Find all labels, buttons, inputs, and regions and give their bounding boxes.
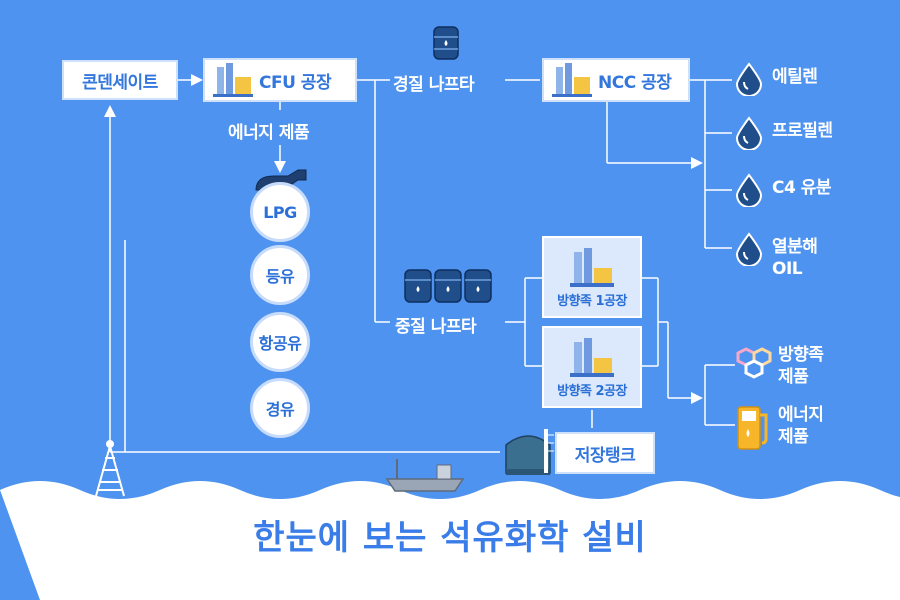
heavy-naphtha-label: 중질 나프타 (395, 317, 477, 337)
energy-item-diesel: 경유 (250, 378, 310, 438)
storage-tank-icon (505, 429, 554, 475)
tanker-ship-icon (385, 459, 465, 492)
aromatic-products-label: 방향족 제품 (778, 344, 824, 388)
energy-item-jet-fuel: 항공유 (250, 312, 310, 372)
light-naphtha-label: 경질 나프타 (393, 75, 475, 95)
energy-products-label: 에너지 제품 (228, 123, 310, 143)
energy-item-lpg: LPG (250, 182, 310, 242)
oil-drop-icon (735, 116, 763, 150)
storage-tank-node: 저장탱크 (555, 432, 655, 474)
aromatic-plant-2-label: 방향족 2공장 (557, 383, 627, 399)
energy-output-label: 에너지 제품 (778, 404, 824, 448)
wave-decoration (0, 481, 900, 600)
energy-item-kerosene: 등유 (250, 245, 310, 305)
fuel-pump-icon (737, 406, 768, 450)
cfu-label: CFU 공장 (259, 72, 332, 93)
factory-icon (570, 337, 614, 377)
oil-drop-icon (735, 232, 763, 266)
aromatic-plant-2-node: 방향족 2공장 (542, 326, 642, 408)
cfu-plant-node: CFU 공장 (203, 58, 357, 102)
storage-tank-label: 저장탱크 (574, 445, 636, 466)
energy-item-label: 등유 (265, 267, 295, 286)
ncc-output-label: 열분해 OIL (772, 237, 818, 279)
energy-item-label: 항공유 (258, 334, 302, 353)
oil-drop-icon (735, 62, 763, 96)
condensate-label: 콘덴세이트 (82, 72, 158, 93)
ncc-output-label: C4 유분 (772, 178, 832, 198)
aromatic-plant-1-node: 방향족 1공장 (542, 236, 642, 318)
condensate-node: 콘덴세이트 (62, 60, 178, 100)
ncc-output-label: 프로필렌 (772, 121, 833, 141)
factory-icon (552, 63, 592, 97)
ncc-label: NCC 공장 (598, 72, 672, 93)
energy-item-label: 경유 (265, 400, 295, 419)
energy-output-text: 에너지 제품 (778, 405, 824, 447)
ncc-plant-node: NCC 공장 (542, 58, 690, 102)
factory-icon (570, 247, 614, 287)
aromatic-products-text: 방향족 제품 (778, 345, 824, 387)
energy-item-label: LPG (263, 202, 297, 222)
page-title: 한눈에 보는 석유화학 설비 (253, 518, 647, 558)
barrels-icon (404, 269, 492, 303)
barrel-icon (433, 26, 459, 60)
aromatic-plant-1-label: 방향족 1공장 (557, 293, 627, 309)
factory-icon (213, 63, 253, 97)
oil-rig-icon (95, 440, 125, 497)
ncc-output-label: 에틸렌 (772, 67, 818, 87)
molecule-icon (736, 347, 772, 379)
oil-drop-icon (735, 173, 763, 207)
